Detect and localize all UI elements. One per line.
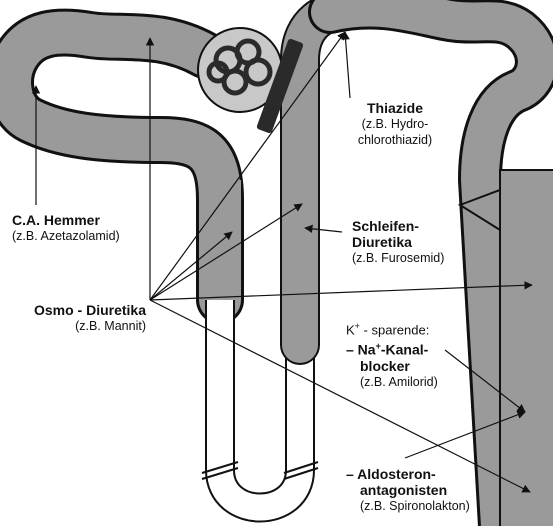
aldo-title2: antagonisten bbox=[346, 482, 470, 498]
collecting-duct bbox=[500, 170, 553, 526]
label-osmo: Osmo - Diuretika (z.B. Mannit) bbox=[6, 302, 146, 334]
label-k-sparende: K+ - sparende: – Na+-Kanal- blocker (z.B… bbox=[346, 318, 438, 390]
thiazide-sub2: chlorothiazid) bbox=[340, 132, 450, 148]
proximal-tubule bbox=[10, 33, 220, 300]
osmo-sub: (z.B. Mannit) bbox=[6, 318, 146, 334]
label-schleifen: Schleifen- Diuretika (z.B. Furosemid) bbox=[352, 218, 444, 266]
label-aldosteron: – Aldosteron- antagonisten (z.B. Spirono… bbox=[346, 466, 470, 514]
thiazide-sub1: (z.B. Hydro- bbox=[340, 116, 450, 132]
label-thiazide: Thiazide (z.B. Hydro- chlorothiazid) bbox=[340, 100, 450, 148]
schleifen-title2: Diuretika bbox=[352, 234, 444, 250]
label-ca-hemmer: C.A. Hemmer (z.B. Azetazolamid) bbox=[12, 212, 120, 244]
aldo-sub: (z.B. Spironolakton) bbox=[346, 498, 470, 514]
aldo-title1: – Aldosteron- bbox=[346, 466, 470, 482]
schleifen-sub: (z.B. Furosemid) bbox=[352, 250, 444, 266]
k-sparende-title: K+ - sparende: bbox=[346, 318, 438, 338]
na-kanal-line1: – Na+-Kanal- bbox=[346, 338, 438, 358]
schleifen-title1: Schleifen- bbox=[352, 218, 444, 234]
k-sparende-sub: (z.B. Amilorid) bbox=[346, 374, 438, 390]
thiazide-title: Thiazide bbox=[340, 100, 450, 116]
ca-hemmer-sub: (z.B. Azetazolamid) bbox=[12, 228, 120, 244]
ca-hemmer-title: C.A. Hemmer bbox=[12, 212, 120, 228]
na-kanal-line2: blocker bbox=[346, 358, 438, 374]
osmo-title: Osmo - Diuretika bbox=[6, 302, 146, 318]
